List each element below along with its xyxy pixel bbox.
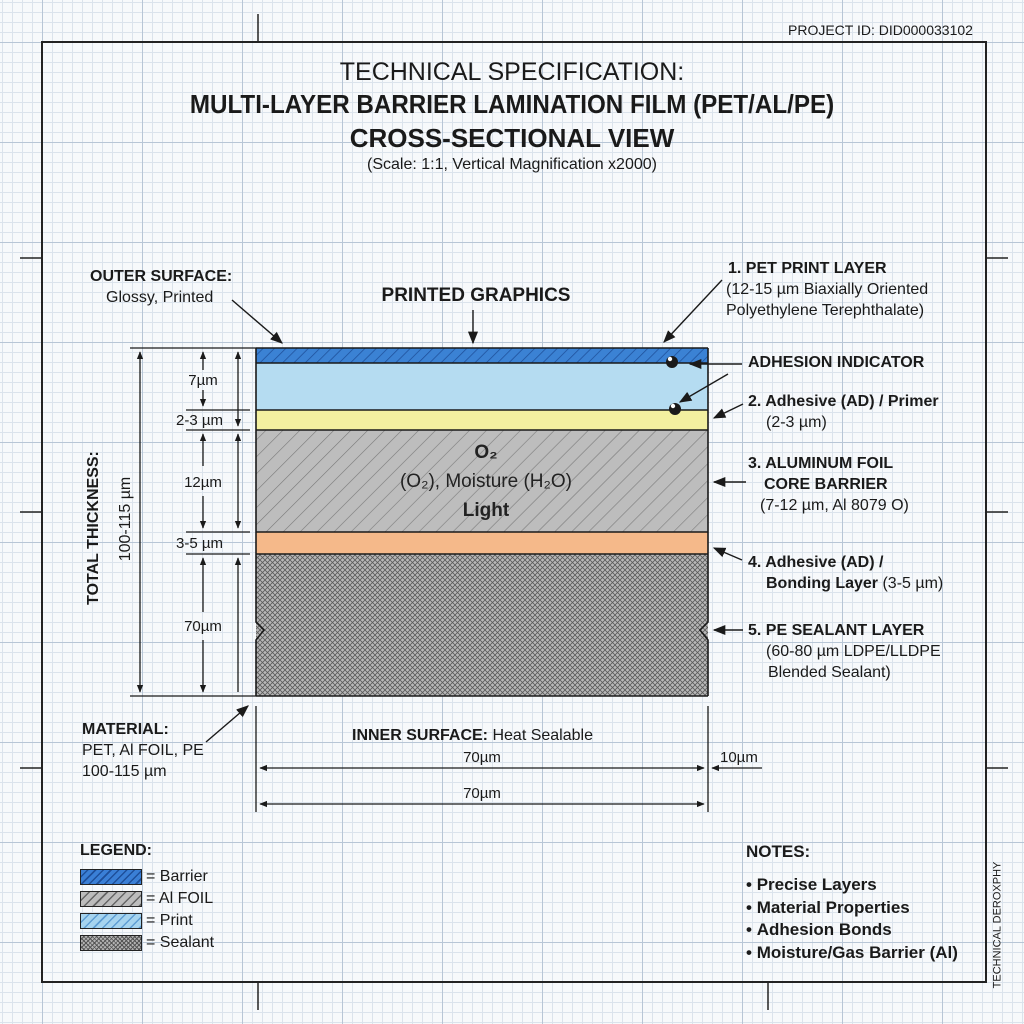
material-list: PET, Al FOIL, PE [82, 742, 204, 759]
legend-label-sealant: = Sealant [146, 934, 215, 951]
dim-foil-thickness: 12µm [184, 474, 222, 491]
notes-title: NOTES: [746, 842, 811, 861]
callout-pe-detail-2: Blended Sealant) [768, 664, 891, 681]
callout-primer: 2. Adhesive (AD) / Primer [748, 393, 939, 410]
adhesion-indicator-dot-2 [669, 403, 681, 415]
outer-surface-label: OUTER SURFACE: [90, 268, 233, 285]
note-item: Material Properties [746, 897, 958, 920]
legend-label-al-foil: = Al FOIL [146, 890, 214, 907]
callout-adhesion-indicator: ADHESION INDICATOR [748, 354, 925, 371]
note-item: Moisture/Gas Barrier (Al) [746, 942, 958, 965]
width-dimension-lines [255, 706, 762, 812]
dim-pet-thickness: 7µm [188, 372, 218, 389]
pet-layer [256, 363, 708, 410]
legend-swatch-al-foil [80, 891, 142, 907]
legend-item-print: = Print [80, 912, 193, 930]
legend-label-barrier: = Barrier [146, 868, 208, 885]
primer-layer [256, 410, 708, 430]
scale-note: (Scale: 1:1, Vertical Magnification x200… [367, 156, 657, 173]
note-item: Precise Layers [746, 874, 958, 897]
foil-text-moisture: (O₂), Moisture (H₂O) [399, 471, 573, 492]
inner-surface-label: INNER SURFACE: [352, 727, 489, 744]
callout-pet-detail-2: Polyethylene Terephthalate) [726, 302, 925, 319]
printed-graphics-label: PRINTED GRAPHICS [381, 285, 571, 306]
leader-lines [205, 279, 746, 743]
dim-primer-thickness: 2-3 µm [176, 412, 223, 429]
frame-ticks [20, 14, 1008, 1010]
callout-primer-detail: (2-3 µm) [766, 414, 827, 431]
outer-surface-value: Glossy, Printed [106, 289, 214, 306]
legend-swatch-print [80, 913, 142, 929]
width-dim-lower: 70µm [463, 785, 501, 802]
adhesion-indicator-dot-1 [666, 356, 678, 368]
callout-core-barrier: CORE BARRIER [764, 476, 888, 493]
callout-bonding-line: Bonding Layer (3-5 µm) [766, 575, 943, 593]
title-line-3: CROSS-SECTIONAL VIEW [349, 123, 675, 153]
callout-foil-detail: (7-12 µm, Al 8079 O) [760, 497, 909, 514]
title-line-1: TECHNICAL SPECIFICATION: [339, 58, 685, 86]
material-thickness: 100-115 µm [82, 763, 167, 780]
width-dim-side: 10µm [720, 749, 758, 766]
thickness-dimension-lines [130, 347, 256, 697]
legend-title: LEGEND: [80, 842, 152, 859]
total-thickness-label: TOTAL THICKNESS: [84, 451, 102, 605]
legend-item-sealant: = Sealant [80, 934, 214, 952]
dim-pe-thickness: 70µm [184, 618, 222, 635]
project-id: PROJECT ID: DID000033102 [788, 22, 973, 38]
inner-surface: INNER SURFACE: Heat Sealable [352, 727, 593, 745]
total-thickness-value: 100-115 µm [116, 476, 134, 562]
callout-pet-detail-1: (12-15 µm Biaxially Oriented [726, 281, 929, 298]
material-label: MATERIAL: [82, 721, 169, 738]
notes-list: Precise Layers Material Properties Adhes… [746, 874, 958, 964]
title-line-2: MULTI-LAYER BARRIER LAMINATION FILM (PET… [189, 89, 835, 119]
bonding-layer [256, 532, 708, 554]
callout-bonding-layer: Bonding Layer [766, 575, 879, 592]
legend-item-al-foil: = Al FOIL [80, 890, 213, 908]
width-dim-upper: 70µm [463, 749, 501, 766]
dim-bonding-thickness: 3-5 µm [176, 535, 223, 552]
foil-text-light: Light [462, 500, 510, 521]
callout-bonding: 4. Adhesive (AD) / [748, 554, 884, 571]
foil-text-o2: O₂ [474, 442, 498, 463]
legend-label-print: = Print [146, 912, 193, 929]
legend-swatch-barrier [80, 869, 142, 885]
inner-surface-value: Heat Sealable [492, 727, 593, 744]
callout-pet-print-layer: 1. PET PRINT LAYER [728, 260, 887, 277]
legend-item-barrier: = Barrier [80, 868, 208, 886]
callout-bonding-detail: (3-5 µm) [882, 575, 944, 592]
callout-pe-sealant: 5. PE SEALANT LAYER [748, 622, 925, 639]
margin-vertical-text: TECHNICAL DEROXPHY [991, 861, 1004, 989]
legend-swatch-sealant [80, 935, 142, 951]
callout-pe-detail-1: (60-80 µm LDPE/LLDPE [766, 643, 941, 660]
callout-aluminum-foil: 3. ALUMINUM FOIL [748, 455, 894, 472]
note-item: Adhesion Bonds [746, 919, 958, 942]
